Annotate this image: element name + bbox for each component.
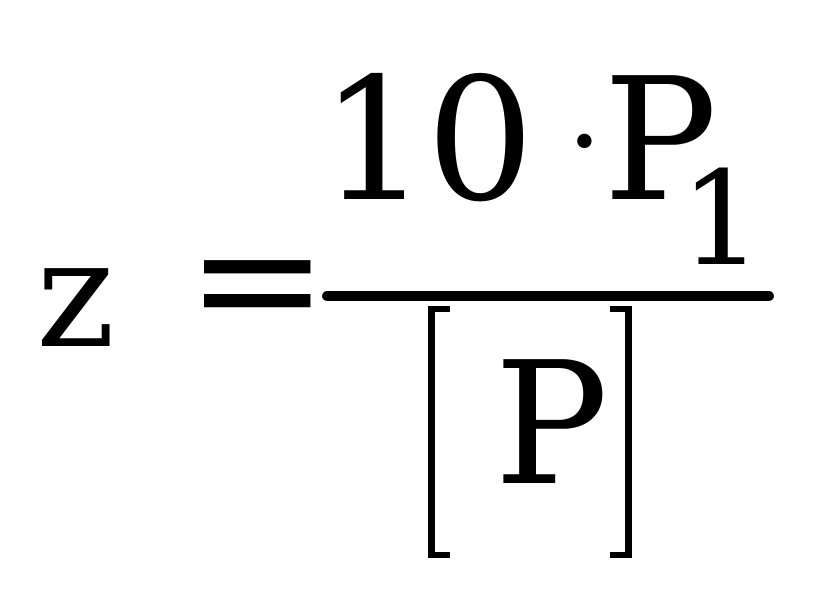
numerator-subscript: 1 <box>680 143 763 295</box>
left-bracket <box>428 306 450 558</box>
right-bracket <box>610 306 632 558</box>
denominator-variable: P <box>494 326 609 524</box>
numerator-variable: P <box>603 42 718 240</box>
equals-sign: = <box>186 180 329 378</box>
numerator-coefficient: 10 <box>320 42 534 240</box>
lhs-variable: z <box>36 208 116 382</box>
multiplication-dot: · <box>567 77 602 205</box>
fraction-bar <box>322 291 774 301</box>
